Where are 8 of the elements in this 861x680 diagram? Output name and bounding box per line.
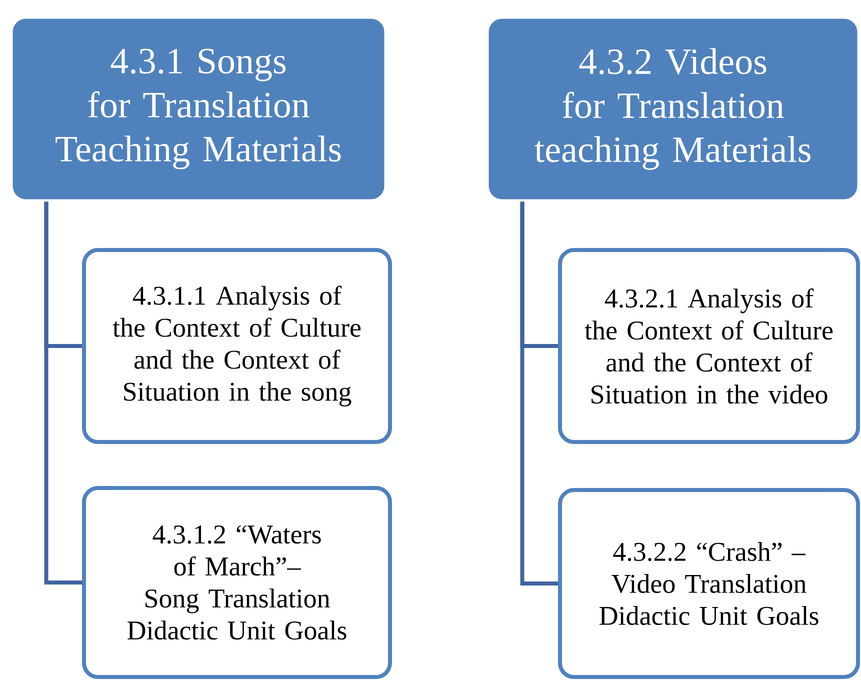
section-box: 4.3.1 Songs for Translation Teaching Materials: [11, 17, 386, 201]
connector: [44, 202, 82, 584]
subsection-box: 4.3.1.1 Analysis of the Context of Culture and the Context of Situation in the song: [82, 248, 392, 444]
subsection-box: 4.3.2.1 Analysis of the Context of Culture and the Context of Situation in the video: [558, 248, 860, 444]
subsection-box: 4.3.2.2 “Crash” – Video Translation Didactic Unit Goals: [558, 488, 860, 679]
connector: [520, 202, 558, 586]
subsection-box: 4.3.1.2 “Waters of March”– Song Translation Didactic Unit Goals: [82, 486, 392, 679]
section-box: 4.3.2 Videos for Translation teaching Materials: [487, 17, 859, 201]
